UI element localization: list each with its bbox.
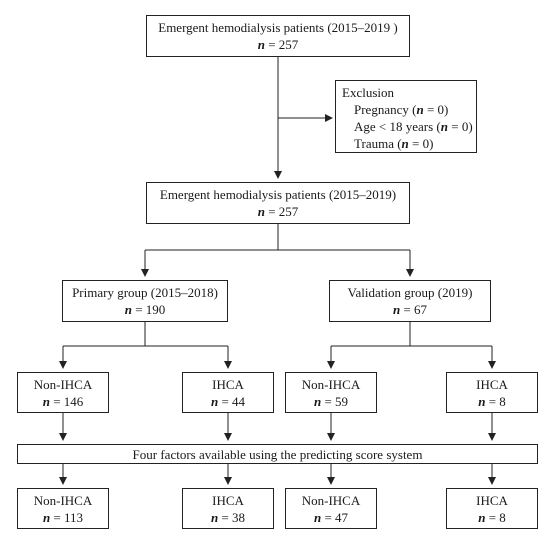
final-primary-ihca-box: IHCA n = 38	[182, 488, 274, 529]
factors-label: Four factors available using the predict…	[132, 447, 423, 462]
factors-box: Four factors available using the predict…	[17, 444, 538, 464]
exclusion-item-trauma: Trauma (n = 0)	[354, 136, 434, 151]
exclusion-box: Exclusion Pregnancy (n = 0) Age < 18 yea…	[335, 80, 477, 153]
mid-box-count: = 257	[264, 204, 299, 219]
n-symbol: n	[257, 37, 265, 52]
exclusion-item-age: Age < 18 years (n = 0)	[354, 119, 473, 134]
primary-group-count: = 190	[131, 302, 166, 317]
final-primary-non-ihca-box: Non-IHCA n = 113	[17, 488, 109, 529]
exclusion-title: Exclusion	[342, 85, 394, 100]
validation-non-ihca-box: Non-IHCA n = 59	[285, 372, 377, 413]
primary-group-box: Primary group (2015–2018) n = 190	[62, 280, 228, 322]
final-validation-ihca-box: IHCA n = 8	[446, 488, 538, 529]
top-box-label: Emergent hemodialysis patients (2015–201…	[158, 20, 398, 35]
exclusion-item-pregnancy: Pregnancy (n = 0)	[354, 102, 449, 117]
validation-group-label: Validation group (2019)	[347, 285, 473, 300]
mid-box: Emergent hemodialysis patients (2015–201…	[146, 182, 410, 224]
top-box-count: = 257	[264, 37, 299, 52]
top-box: Emergent hemodialysis patients (2015–201…	[146, 15, 410, 57]
primary-non-ihca-box: Non-IHCA n = 146	[17, 372, 109, 413]
final-validation-non-ihca-box: Non-IHCA n = 47	[285, 488, 377, 529]
primary-group-label: Primary group (2015–2018)	[72, 285, 218, 300]
mid-box-label: Emergent hemodialysis patients (2015–201…	[159, 187, 397, 202]
validation-group-count: = 67	[400, 302, 428, 317]
validation-group-box: Validation group (2019) n = 67	[329, 280, 491, 322]
validation-ihca-box: IHCA n = 8	[446, 372, 538, 413]
primary-ihca-box: IHCA n = 44	[182, 372, 274, 413]
